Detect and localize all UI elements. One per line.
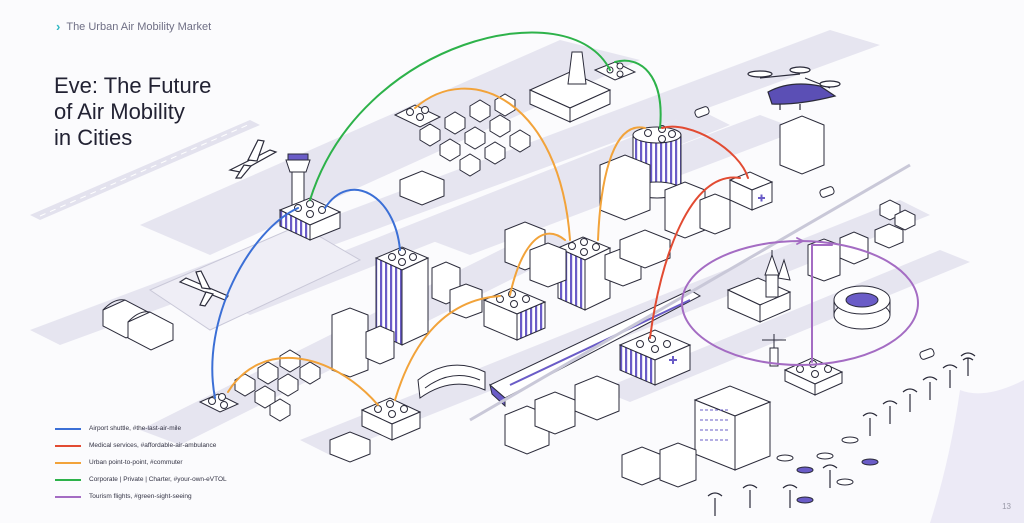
flight-routes (211, 31, 919, 406)
beach-water (930, 380, 1024, 523)
title-line: in Cities (54, 125, 133, 150)
colosseum-icon (833, 285, 891, 330)
legend-swatch (55, 495, 81, 498)
hospital-cross-icon (758, 194, 765, 202)
legend-label: Corporate | Private | Charter, #your-own… (89, 476, 227, 483)
hangar-buildings (102, 299, 174, 351)
statue-icon (762, 334, 786, 367)
office-building (482, 287, 547, 341)
clinic-building (728, 171, 774, 211)
page-number: 13 (1002, 502, 1011, 511)
palm-tree-icon (707, 352, 976, 516)
legend-item-tourism-flights: Tourism flights, #green-sight-seeing (55, 488, 285, 505)
beach-umbrellas (776, 436, 879, 504)
title-line: Eve: The Future (54, 73, 212, 98)
legend-item-medical-services: Medical services, #affordable-air-ambula… (55, 437, 285, 454)
legend-swatch (55, 461, 81, 464)
legend-label: Tourism flights, #green-sight-seeing (89, 493, 192, 500)
hospital-building (618, 329, 692, 386)
factory-building (528, 51, 637, 123)
suburban-houses (234, 349, 321, 422)
legend-swatch (55, 444, 81, 447)
legend-label: Medical services, #affordable-air-ambula… (89, 442, 217, 449)
route-legend: Airport shuttle, #the-last-air-mile Medi… (55, 420, 285, 505)
train-station (417, 364, 486, 399)
chevron-right-icon: › (56, 19, 61, 34)
legend-item-airport-shuttle: Airport shuttle, #the-last-air-mile (55, 420, 285, 437)
railway-track (469, 163, 911, 422)
breadcrumb: › The Urban Air Mobility Market (56, 19, 211, 34)
hospital-cross-icon (669, 356, 677, 364)
page-title: Eve: The Future of Air Mobility in Citie… (54, 73, 211, 151)
breadcrumb-label: The Urban Air Mobility Market (66, 20, 212, 33)
legend-item-corporate: Corporate | Private | Charter, #your-own… (55, 471, 285, 488)
car-icons (694, 106, 935, 360)
legend-swatch (55, 427, 81, 430)
tall-striped-tower (374, 246, 430, 346)
vertiport-icon (198, 393, 240, 413)
residential-block-building (659, 385, 772, 488)
control-tower (285, 153, 311, 209)
title-line: of Air Mobility (54, 99, 185, 124)
legend-label: Urban point-to-point, #commuter (89, 459, 183, 466)
evtol-aircraft-icon (747, 66, 841, 110)
residential-houses (419, 93, 531, 177)
church-icon (726, 250, 792, 323)
vertiport-icon (393, 104, 442, 128)
legend-swatch (55, 478, 81, 481)
airport-vertiport-building (278, 197, 342, 241)
airplane-icon (228, 139, 278, 179)
legend-item-urban-point-to-point: Urban point-to-point, #commuter (55, 454, 285, 471)
legend-label: Airport shuttle, #the-last-air-mile (89, 425, 182, 432)
airplane-icon (178, 270, 229, 307)
